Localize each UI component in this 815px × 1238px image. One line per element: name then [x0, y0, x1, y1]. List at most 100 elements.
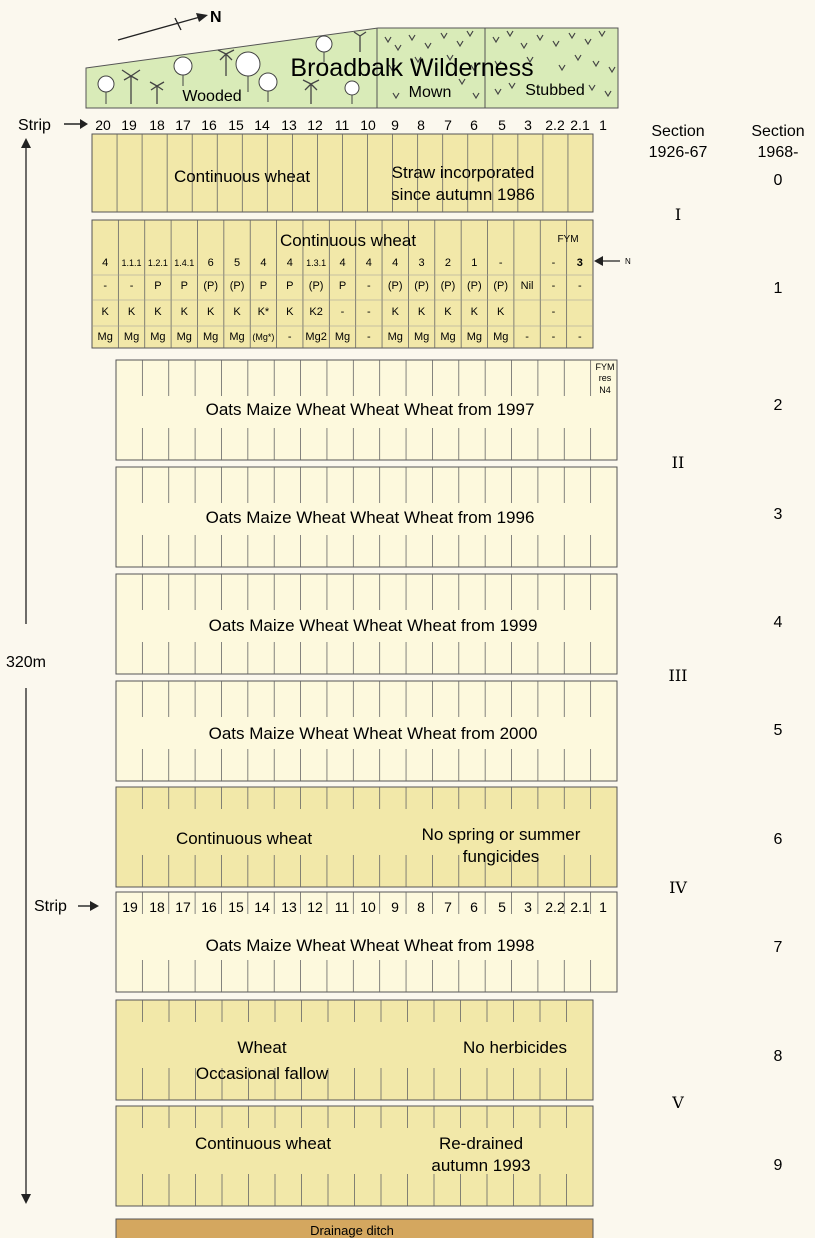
grass-tick: [592, 60, 600, 68]
strip-number: 11: [335, 117, 350, 133]
grass-tick: [384, 36, 392, 44]
treatment-cell: Mg: [440, 331, 455, 343]
treatment-cell: K: [128, 306, 136, 318]
treatment-cell: K: [207, 306, 215, 318]
old-section-header-2: 1926-67: [649, 144, 708, 161]
treatment-cell: 6: [208, 257, 214, 269]
grass-tick: [506, 30, 514, 38]
strip-number: 19: [121, 117, 137, 133]
length-label: 320m: [6, 654, 46, 671]
strip-number: 5: [498, 117, 506, 133]
section6-right-label-2: fungicides: [463, 847, 540, 866]
treatment-cell: K: [392, 306, 400, 318]
strip-number: 9: [391, 899, 399, 915]
grass-tick: [558, 64, 566, 72]
old-section-numeral: I: [675, 205, 681, 224]
treatment-cell: P: [154, 280, 161, 292]
section-border: [115, 466, 618, 568]
treatment-cell: 4: [339, 257, 345, 269]
strip-number: 5: [498, 899, 506, 915]
new-section-number: 4: [774, 614, 783, 631]
new-section-number: 9: [774, 1157, 783, 1174]
section1-fym-label: FYM: [557, 234, 578, 245]
n-arrow-marker: N: [594, 256, 631, 266]
strip-number: 7: [444, 899, 452, 915]
north-label: N: [210, 9, 222, 26]
drainage-ditch: [115, 1218, 594, 1238]
treatment-cell: -: [552, 257, 556, 269]
grass-tick: [394, 44, 402, 52]
new-section-number: 2: [774, 397, 783, 414]
treatment-cell: 1.3.1: [306, 258, 326, 268]
plot-sections: [91, 133, 618, 1207]
strip-number: 18: [149, 899, 165, 915]
strip-number: 20: [95, 117, 111, 133]
treatment-cell: 1.1.1: [122, 258, 142, 268]
strip-number: 10: [360, 899, 376, 915]
section-6-plot: [115, 786, 618, 888]
old-section-header-1: Section: [651, 123, 704, 140]
new-section-number: 7: [774, 939, 783, 956]
grass-tick: [568, 32, 576, 40]
treatment-cell: -: [578, 280, 582, 292]
new-section-number: 0: [774, 172, 783, 189]
treatment-cell: (P): [309, 280, 324, 292]
treatment-cell: -: [552, 280, 556, 292]
treatment-cell: Mg: [124, 331, 139, 343]
grass-tick: [466, 30, 474, 38]
strip-number: 8: [417, 899, 425, 915]
section0-right-label-1: Straw incorporated: [392, 163, 535, 182]
strip-number: 15: [228, 117, 244, 133]
grass-tick: [494, 88, 502, 96]
treatment-cell: K: [471, 306, 479, 318]
section8-left-label-2: Occasional fallow: [196, 1064, 329, 1083]
section2-note-3: N4: [599, 385, 611, 395]
section9-right-label-2: autumn 1993: [431, 1156, 530, 1175]
strip-number: 12: [307, 899, 323, 915]
treatment-cell: (P): [493, 280, 508, 292]
grass-tick: [526, 56, 534, 64]
section3-label: Oats Maize Wheat Wheat Wheat from 1996: [206, 508, 535, 527]
grass-tick: [414, 56, 422, 64]
section-border: [91, 219, 594, 349]
strip-number: 7: [444, 117, 452, 133]
treatment-cell: K: [418, 306, 426, 318]
treatment-cell: 5: [234, 257, 240, 269]
treatment-cell: -: [525, 331, 529, 343]
strip-number: 8: [417, 117, 425, 133]
mown-label: Mown: [409, 84, 452, 101]
treatment-cell: P: [286, 280, 293, 292]
treatment-cell: K: [497, 306, 505, 318]
treatment-cell: Mg: [493, 331, 508, 343]
section-border: [115, 359, 618, 461]
treatment-cell: K: [181, 306, 189, 318]
strip-number: 13: [281, 899, 297, 915]
treatment-cell: (P): [441, 280, 456, 292]
n-marker-label: N: [625, 257, 631, 266]
old-section-numeral: IV: [669, 878, 687, 897]
treatment-cell: 2: [445, 257, 451, 269]
treatment-cell: (P): [467, 280, 482, 292]
grass-tick: [598, 30, 606, 38]
section8-left-label-1: Wheat: [237, 1038, 286, 1057]
treatment-cell: 4: [260, 257, 266, 269]
old-section-numeral: III: [669, 666, 688, 685]
section9-left-label: Continuous wheat: [195, 1134, 331, 1153]
new-section-number: 1: [774, 280, 783, 297]
section-0-plot: [91, 133, 594, 213]
strip-number: 11: [335, 899, 350, 915]
new-section-header-2: 1968-: [758, 144, 799, 161]
strip-number: 17: [175, 899, 191, 915]
treatment-cell: (P): [414, 280, 429, 292]
grass-icons: [384, 30, 616, 100]
section2-note-1: FYM: [596, 362, 615, 372]
wilderness-title: Broadbalk Wilderness: [290, 54, 533, 82]
strip-number: 16: [201, 117, 217, 133]
strip-number: 2.1: [570, 117, 590, 133]
treatment-cell: P: [181, 280, 188, 292]
treatment-cell: 4: [366, 257, 372, 269]
treatment-cell: -: [367, 306, 371, 318]
treatment-cell: K: [102, 306, 110, 318]
